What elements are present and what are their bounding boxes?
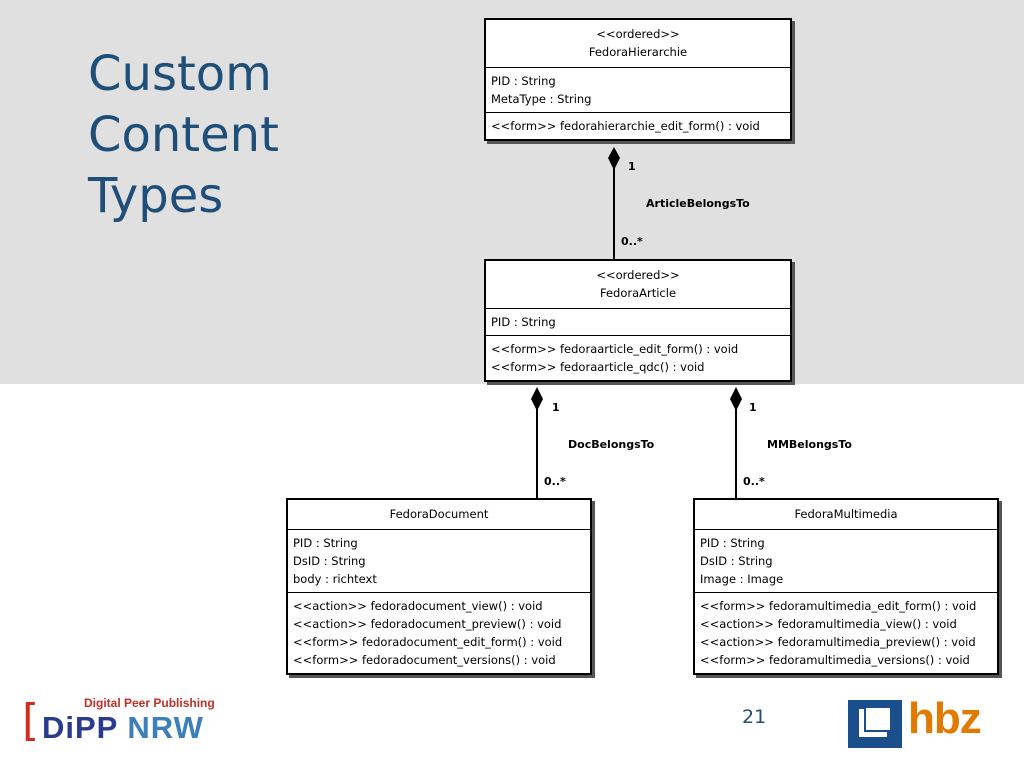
hbz-mark-icon	[848, 700, 902, 748]
uml-class-fedora-document: FedoraDocument PID : String DsID : Strin…	[286, 498, 592, 675]
class-attribute: Image : Image	[700, 572, 784, 586]
class-attribute: DsID : String	[293, 554, 366, 568]
class-header: <<ordered>> FedoraHierarchie	[486, 20, 790, 67]
logo-wordmark-dipp: DiPP	[42, 710, 118, 745]
class-header: <<ordered>> FedoraArticle	[486, 261, 790, 308]
slide-title: Custom Content Types	[88, 44, 279, 227]
association-name: DocBelongsTo	[568, 438, 655, 451]
class-attributes: PID : String DsID : String Image : Image	[695, 529, 997, 592]
class-header: FedoraMultimedia	[695, 500, 997, 529]
class-attributes: PID : String	[486, 308, 790, 335]
class-operations: <<form>> fedoramultimedia_edit_form() : …	[695, 592, 997, 673]
source-multiplicity: 1	[628, 160, 636, 173]
composition-diamond	[531, 387, 543, 411]
class-attribute: PID : String	[491, 315, 556, 329]
hbz-logo: hbz	[846, 694, 996, 750]
class-name: FedoraArticle	[599, 286, 677, 300]
class-attribute: DsID : String	[700, 554, 773, 568]
logo-wordmark-nrw: NRW	[127, 710, 204, 745]
logo-tagline: Digital Peer Publishing	[84, 696, 215, 710]
composition-diamond	[608, 147, 620, 170]
class-operation: <<action>> fedoramultimedia_view() : voi…	[700, 617, 957, 631]
title-line: Types	[88, 168, 224, 224]
class-operation: <<form>> fedoradocument_versions() : voi…	[293, 653, 556, 667]
association-name: ArticleBelongsTo	[646, 197, 750, 210]
class-attributes: PID : String MetaType : String	[486, 67, 790, 112]
class-stereotype: <<ordered>>	[596, 27, 680, 41]
class-operation: <<action>> fedoradocument_view() : void	[293, 599, 543, 613]
uml-class-fedora-hierarchie: <<ordered>> FedoraHierarchie PID : Strin…	[484, 18, 792, 141]
source-multiplicity: 1	[749, 401, 757, 414]
uml-class-fedora-article: <<ordered>> FedoraArticle PID : String <…	[484, 259, 792, 382]
association-name: MMBelongsTo	[767, 438, 852, 451]
composition-diamond	[730, 387, 742, 411]
class-operation: <<form>> fedorahierarchie_edit_form() : …	[491, 119, 760, 133]
class-operations: <<action>> fedoradocument_view() : void …	[288, 592, 590, 673]
class-operation: <<form>> fedoramultimedia_edit_form() : …	[700, 599, 977, 613]
class-attributes: PID : String DsID : String body : richte…	[288, 529, 590, 592]
class-operation: <<form>> fedoradocument_edit_form() : vo…	[293, 635, 563, 649]
class-attribute: PID : String	[700, 536, 765, 550]
logo-wordmark: DiPP NRW	[42, 710, 204, 746]
class-name: FedoraMultimedia	[794, 507, 898, 521]
class-header: FedoraDocument	[288, 500, 590, 529]
page-number: 21	[742, 706, 767, 728]
class-stereotype: <<ordered>>	[596, 268, 680, 282]
class-attribute: PID : String	[491, 74, 556, 88]
class-operations: <<form>> fedoraarticle_edit_form() : voi…	[486, 335, 790, 380]
class-name: FedoraHierarchie	[588, 45, 688, 59]
class-operation: <<action>> fedoramultimedia_preview() : …	[700, 635, 976, 649]
class-attribute: PID : String	[293, 536, 358, 550]
class-name: FedoraDocument	[389, 507, 489, 521]
dipp-nrw-logo: [ Digital Peer Publishing DiPP NRW	[22, 696, 232, 752]
target-multiplicity: 0..*	[743, 475, 765, 488]
class-attribute: MetaType : String	[491, 92, 592, 106]
title-line: Content	[88, 107, 279, 163]
class-attribute: body : richtext	[293, 572, 377, 586]
source-multiplicity: 1	[552, 401, 560, 414]
class-operation: <<form>> fedoraarticle_qdc() : void	[491, 360, 705, 374]
class-operation: <<form>> fedoramultimedia_versions() : v…	[700, 653, 970, 667]
class-operation: <<action>> fedoradocument_preview() : vo…	[293, 617, 562, 631]
class-operation: <<form>> fedoraarticle_edit_form() : voi…	[491, 342, 739, 356]
uml-class-fedora-multimedia: FedoraMultimedia PID : String DsID : Str…	[693, 498, 999, 675]
hbz-wordmark: hbz	[908, 694, 982, 743]
target-multiplicity: 0..*	[544, 475, 566, 488]
logo-bracket: [	[22, 695, 40, 746]
target-multiplicity: 0..*	[621, 235, 643, 248]
title-line: Custom	[88, 46, 272, 102]
class-operations: <<form>> fedorahierarchie_edit_form() : …	[486, 112, 790, 139]
